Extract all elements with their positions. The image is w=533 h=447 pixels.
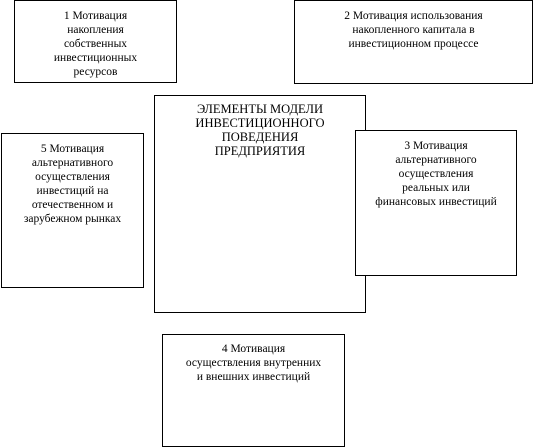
motivation-box-4-text: 4 Мотивация осуществления внутренних и в…	[185, 343, 322, 383]
motivation-box-1-text: 1 Мотивация накопления собственных инвес…	[53, 10, 138, 78]
motivation-box-3: 3 Мотивация альтернативного осуществлени…	[355, 130, 517, 276]
central-box-title: ЭЛЕМЕНТЫ МОДЕЛИ ИНВЕСТИЦИОННОГО ПОВЕДЕНИ…	[195, 102, 325, 158]
central-box: ЭЛЕМЕНТЫ МОДЕЛИ ИНВЕСТИЦИОННОГО ПОВЕДЕНИ…	[154, 95, 366, 313]
motivation-box-1: 1 Мотивация накопления собственных инвес…	[14, 0, 177, 83]
motivation-box-3-text: 3 Мотивация альтернативного осуществлени…	[375, 140, 497, 208]
motivation-box-5-text: 5 Мотивация альтернативного осуществлени…	[23, 143, 122, 225]
motivation-box-4: 4 Мотивация осуществления внутренних и в…	[162, 334, 345, 447]
motivation-box-2: 2 Мотивация использования накопленного к…	[294, 0, 533, 84]
motivation-box-5: 5 Мотивация альтернативного осуществлени…	[1, 133, 144, 288]
motivation-box-2-text: 2 Мотивация использования накопленного к…	[344, 10, 483, 50]
